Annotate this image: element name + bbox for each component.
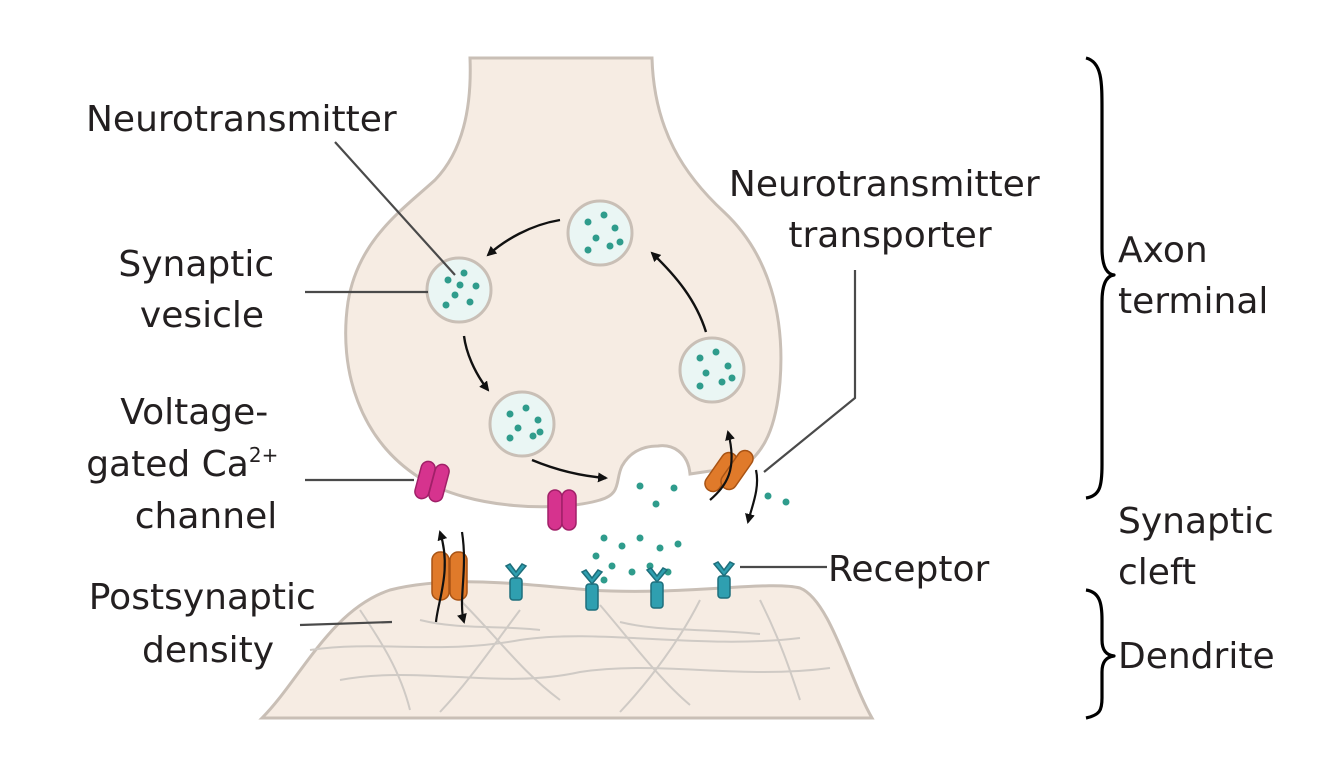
vesicle-bottom [488, 390, 556, 458]
postsynaptic-filaments [309, 599, 831, 713]
vesicle-top [566, 199, 634, 267]
label-axon-terminal: Axon terminal [1118, 230, 1268, 322]
label-neurotransmitter: Neurotransmitter [86, 99, 397, 140]
axon-terminal-body [344, 56, 783, 509]
label-receptor: Receptor [828, 549, 989, 590]
dendrite-brace [1085, 588, 1116, 720]
ca-channel-left [414, 460, 450, 503]
ca-channel-right [547, 489, 577, 531]
dendrite-body [258, 580, 875, 720]
label-synaptic-vesicle: Synaptic vesicle [118, 244, 285, 336]
vesicle-cycle-arrows [462, 218, 708, 483]
axon-terminal-brace [1085, 56, 1116, 500]
label-neurotransmitter-transporter: Neurotransmitter transporter [729, 164, 1051, 256]
label-postsynaptic-density: Postsynaptic density [89, 577, 327, 671]
label-voltage-gated-channel: Voltage- gated Ca2+ channel [86, 392, 290, 537]
receptor-1 [504, 563, 528, 601]
transporter-postsynaptic [431, 530, 468, 624]
receptor-2 [580, 569, 604, 611]
vesicle-left [425, 256, 493, 324]
label-synaptic-cleft: Synaptic cleft [1118, 501, 1285, 593]
receptor-3 [645, 567, 669, 609]
vesicle-right [678, 336, 746, 404]
label-dendrite: Dendrite [1118, 636, 1275, 677]
leader-lines [299, 141, 857, 627]
receptor-4 [712, 561, 736, 599]
transporter-presynaptic [704, 430, 759, 524]
released-neurotransmitter [592, 482, 790, 584]
